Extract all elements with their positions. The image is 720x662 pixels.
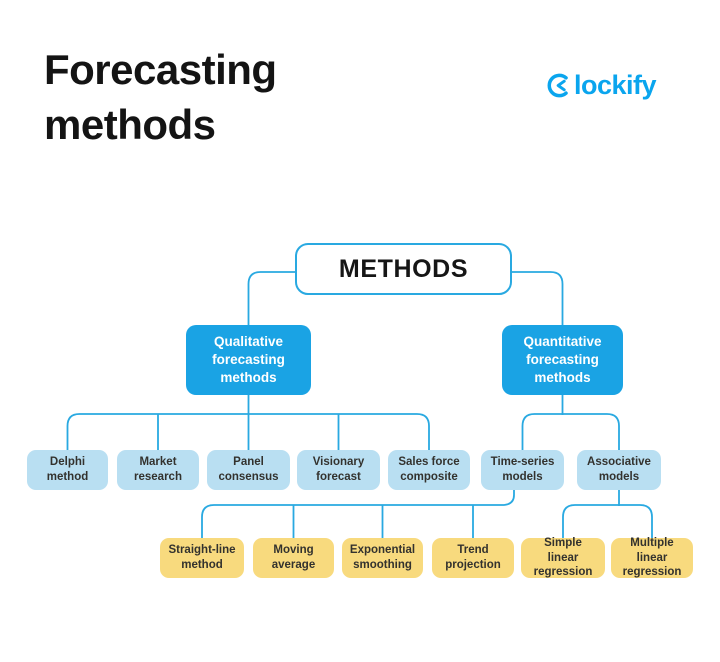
node-associative-models: Associative models (577, 450, 661, 490)
node-simple-linear-regression: Simple linear regression (521, 537, 605, 578)
connector-methods-left (247, 271, 295, 325)
connector-associative-rail (562, 504, 653, 538)
node-straight-line-method: Straight-line method (160, 538, 244, 578)
clockify-logo: lockify (546, 69, 657, 100)
node-multiple-linear-regression: Multiple linear regression (611, 537, 693, 578)
node-market-research: Market research (117, 450, 199, 490)
node-sales-force-composite: Sales force composite (388, 450, 470, 490)
node-moving-average: Moving average (253, 538, 334, 578)
node-trend-projection: Trend projection (432, 538, 514, 578)
node-panel-consensus: Panel consensus (207, 450, 290, 490)
node-qualitative-forecasting-methods: Qualitative forecasting methods (186, 325, 311, 395)
page-title-line1: Forecasting (44, 46, 277, 93)
page-title-line2: methods (44, 101, 216, 149)
connector-quantitative-rail (521, 413, 620, 450)
logo-wordmark: lockify (574, 69, 657, 100)
clock-c-icon (546, 72, 573, 99)
connector-methods-right (512, 271, 564, 325)
connector-qualitative-rail (66, 413, 430, 450)
node-exponential-smoothing: Exponential smoothing (342, 538, 423, 578)
node-time-series-models: Time-series models (481, 450, 564, 490)
node-quantitative-forecasting-methods: Quantitative forecasting methods (502, 325, 623, 395)
node-visionary-forecast: Visionary forecast (297, 450, 380, 490)
node-delphi-method: Delphi method (27, 450, 108, 490)
page-title: Forecasting methods (44, 42, 277, 153)
connector-timeseries-hook (201, 490, 515, 538)
node-methods: METHODS (295, 243, 512, 295)
